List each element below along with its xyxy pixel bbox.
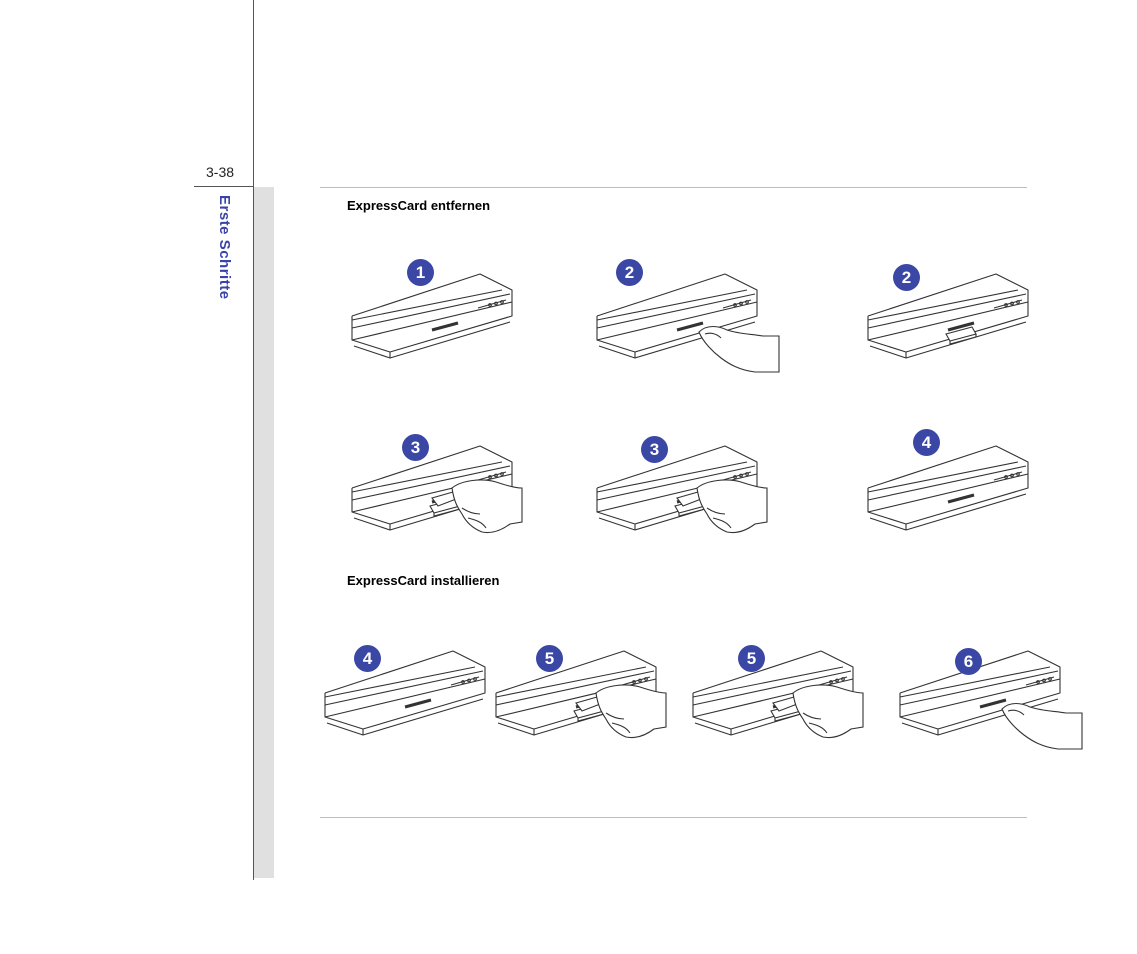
step-badge: 4	[354, 645, 381, 672]
step-badge: 3	[641, 436, 668, 463]
step-figure	[595, 268, 785, 373]
step-badge: 4	[913, 429, 940, 456]
chapter-band	[254, 187, 274, 878]
notebook-illustration	[324, 650, 486, 736]
notebook-illustration	[867, 445, 1029, 531]
notebook-illustration	[692, 650, 864, 739]
notebook-illustration	[495, 650, 667, 739]
notebook-illustration	[899, 650, 1083, 750]
notebook-illustration	[596, 445, 768, 534]
step-figure	[898, 645, 1088, 750]
page-number: 3-38	[206, 164, 235, 180]
step-figure	[350, 440, 540, 540]
step-figure	[866, 268, 1056, 368]
step-figure	[494, 645, 684, 745]
top-rule	[320, 187, 1027, 188]
step-figure	[595, 440, 785, 540]
step-badge: 6	[955, 648, 982, 675]
step-figure	[350, 268, 540, 368]
step-figure	[866, 440, 1056, 540]
step-badge: 1	[407, 259, 434, 286]
step-badge: 5	[536, 645, 563, 672]
section-heading-remove: ExpressCard entfernen	[347, 198, 491, 213]
step-badge: 2	[616, 259, 643, 286]
notebook-illustration	[351, 273, 513, 359]
margin-rule	[253, 0, 254, 880]
section-heading-install: ExpressCard installieren	[347, 573, 500, 588]
bottom-rule	[320, 817, 1027, 818]
chapter-title: Erste Schritte	[216, 195, 233, 300]
page-number-rule	[194, 186, 254, 187]
step-badge: 5	[738, 645, 765, 672]
step-badge: 3	[402, 434, 429, 461]
step-figure	[323, 645, 513, 745]
notebook-illustration	[351, 445, 523, 534]
step-badge: 2	[893, 264, 920, 291]
step-figure	[691, 645, 881, 745]
notebook-illustration	[596, 273, 780, 373]
notebook-illustration	[867, 273, 1029, 359]
